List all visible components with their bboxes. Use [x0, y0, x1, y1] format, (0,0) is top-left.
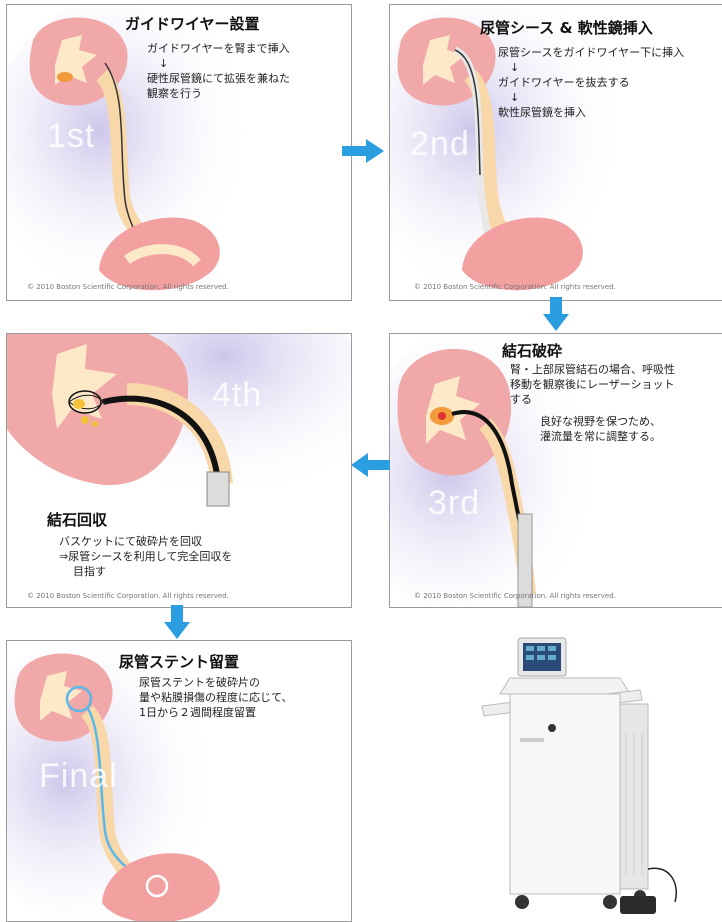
copyright-note: © 2010 Boston Scientific Corporation. Al…	[414, 283, 616, 291]
step-label: 4th	[212, 376, 262, 415]
panel-title: ガイドワイヤー設置	[125, 13, 260, 34]
panel-title: 尿管シース & 軟性鏡挿入	[480, 17, 653, 38]
step-label: 1st	[47, 117, 95, 156]
panel-text: 尿管ステントを破砕片の 量や粘膜損傷の程度に応じて、 1日から２週間程度留置	[139, 675, 292, 720]
panel-text: バスケットにて破砕片を回収 ⇒尿管シースを利用して完全回収を 目指す	[59, 534, 232, 579]
panel-text: ガイドワイヤーを腎まで挿入 ↓ 硬性尿管鏡にて拡張を兼ねた 観察を行う	[147, 41, 290, 101]
panel-text: 腎・上部尿管結石の場合、呼吸性 移動を観察後にレーザーショット する	[510, 362, 675, 407]
step-label: 2nd	[410, 125, 470, 164]
copyright-note: © 2010 Boston Scientific Corporation. Al…	[27, 592, 229, 600]
step-label: Final	[39, 757, 118, 796]
copyright-note: © 2010 Boston Scientific Corporation. Al…	[414, 592, 616, 600]
down-arrow-icon	[542, 296, 570, 332]
step-label: 3rd	[428, 484, 480, 523]
laser-device-illustration	[470, 634, 690, 919]
right-arrow-icon	[340, 138, 386, 164]
left-arrow-icon	[350, 452, 392, 478]
panel-step-1st: ガイドワイヤー設置 ガイドワイヤーを腎まで挿入 ↓ 硬性尿管鏡にて拡張を兼ねた …	[6, 4, 352, 301]
down-arrow-icon	[163, 604, 191, 640]
panel-title: 結石破砕	[502, 340, 562, 361]
panel-title: 尿管ステント留置	[119, 651, 239, 672]
panel-step-2nd: 尿管シース & 軟性鏡挿入 尿管シースをガイドワイヤー下に挿入 ↓ ガイドワイヤ…	[389, 4, 722, 301]
panel-title: 結石回収	[47, 509, 107, 530]
panel-text-secondary: 良好な視野を保つため、 灌流量を常に調整する。	[540, 414, 661, 444]
panel-step-4th: 4th 結石回収 バスケットにて破砕片を回収 ⇒尿管シースを利用して完全回収を …	[6, 333, 352, 608]
panel-text: 尿管シースをガイドワイヤー下に挿入 ↓ ガイドワイヤーを抜去する ↓ 軟性尿管鏡…	[498, 45, 684, 120]
panel-step-final: 尿管ステント留置 尿管ステントを破砕片の 量や粘膜損傷の程度に応じて、 1日から…	[6, 640, 352, 922]
panel-step-3rd: 結石破砕 腎・上部尿管結石の場合、呼吸性 移動を観察後にレーザーショット する …	[389, 333, 722, 608]
copyright-note: © 2010 Boston Scientific Corporation. Al…	[27, 283, 229, 291]
